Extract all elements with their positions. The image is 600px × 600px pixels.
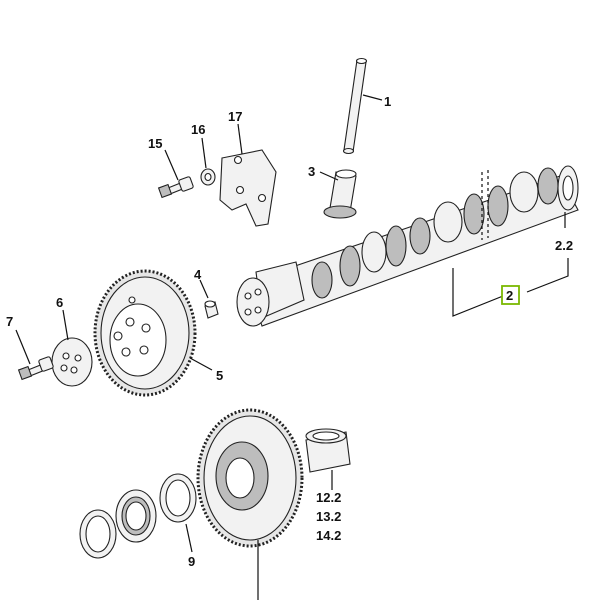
- tappet-part: [323, 169, 357, 219]
- label-17: 17: [228, 109, 242, 124]
- thrust-plate-6-part: [51, 337, 93, 387]
- label-9: 9: [188, 554, 195, 569]
- label-5: 5: [216, 368, 223, 383]
- bracket-17-part: [219, 149, 277, 227]
- idler-gear-part: [196, 408, 304, 548]
- leader-4: [199, 279, 209, 299]
- leader-7: [15, 329, 31, 365]
- cam-gear-5-part: [93, 269, 197, 397]
- leader-2: [452, 258, 569, 317]
- dowel-pin-4-part: [204, 300, 219, 319]
- push-rod-part: [342, 57, 368, 155]
- bolt-15-part: [157, 176, 194, 199]
- leader-5: [189, 357, 213, 371]
- leader-17: [237, 123, 243, 155]
- label-4: 4: [194, 267, 202, 282]
- label-2-highlight-box: [501, 285, 520, 305]
- leader-6: [62, 309, 69, 341]
- ring-washer-b: [115, 489, 157, 543]
- label-3: 3: [308, 164, 315, 179]
- washer-16-part: [200, 168, 216, 186]
- label-16: 16: [191, 122, 205, 137]
- leader-15: [164, 149, 179, 181]
- bushing-part: [305, 428, 351, 473]
- bolt-7-part: [17, 356, 54, 381]
- leader-1: [362, 94, 383, 101]
- label-12-2: 12.2: [316, 490, 341, 505]
- leader-16: [201, 137, 207, 169]
- label-14-2: 14.2: [316, 528, 341, 543]
- label-13-2: 13.2: [316, 509, 341, 524]
- ring-washer-c: [79, 509, 117, 559]
- label-2: 2: [506, 288, 513, 303]
- label-1: 1: [384, 94, 391, 109]
- camshaft-part: [236, 165, 579, 327]
- label-2-2: 2.2: [555, 238, 573, 253]
- label-7: 7: [6, 314, 13, 329]
- label-6: 6: [56, 295, 63, 310]
- leader-3: [319, 171, 339, 181]
- label-15: 15: [148, 136, 162, 151]
- ring-washer-a: [159, 473, 197, 523]
- leader-9: [185, 523, 193, 553]
